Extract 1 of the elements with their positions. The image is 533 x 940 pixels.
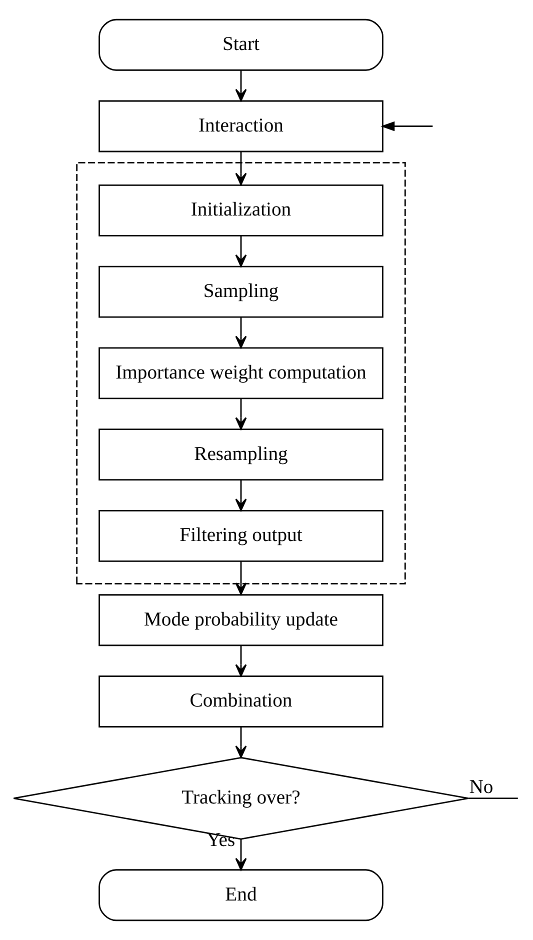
edge-label: No <box>469 776 494 798</box>
